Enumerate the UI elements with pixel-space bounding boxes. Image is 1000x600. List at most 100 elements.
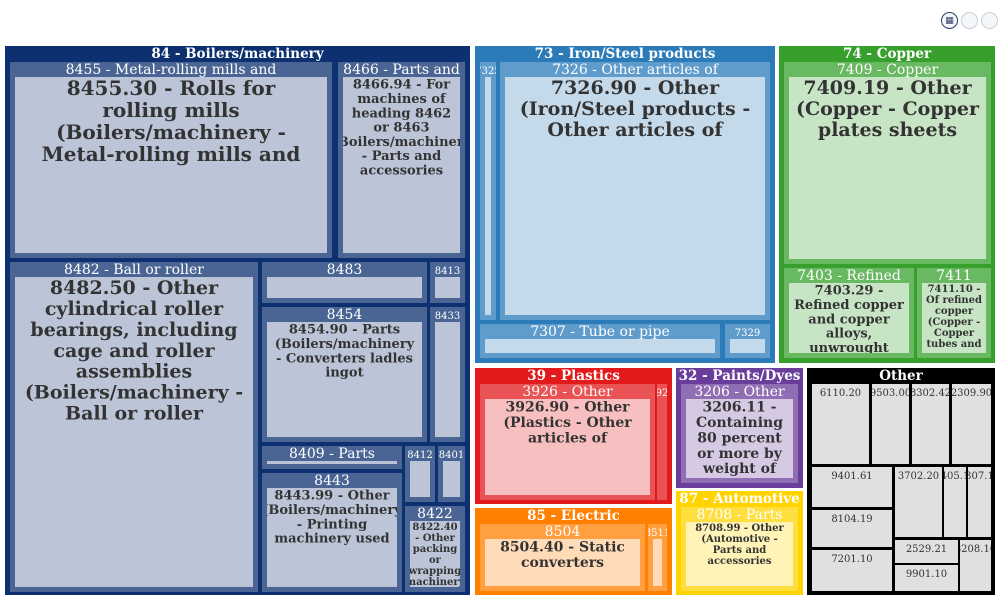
child-label: 2309.90 [951,388,992,399]
child-label: 3926 - Other [522,384,613,400]
leaf-tile[interactable] [267,461,397,464]
child-label: 9503.00 [870,388,911,399]
leaf-tile[interactable] [730,339,765,353]
group-label-other: Other [879,368,923,384]
child-label: 8409 - Parts [289,446,375,462]
leaf-tile[interactable] [653,539,662,586]
child-tile[interactable] [812,384,869,464]
child-tile[interactable] [895,565,958,591]
child-label: 6110.20 [820,388,861,399]
child-tile[interactable] [944,467,966,537]
child-label: 8504 [545,524,581,540]
chart-toolbar: ▦ [941,12,998,29]
child-label: 8454 [327,307,363,323]
leaf-label: 8443.99 - Other(Boilers/machinery- Print… [262,489,402,547]
leaf-tile[interactable] [485,339,715,353]
leaf-tile[interactable] [267,322,422,437]
child-label: 8302.42 [910,388,951,399]
child-label: 8412 [407,450,432,461]
leaf-tile[interactable] [922,283,986,353]
leaf-tile[interactable] [435,322,460,437]
child-tile[interactable] [895,540,958,563]
child-label: 7201.10 [831,554,872,565]
child-tile[interactable] [812,467,892,507]
group-label-39: 39 - Plastics [527,368,620,384]
child-label: 8208.10 [955,544,996,555]
group-label-87: 87 - Automotive [679,491,799,507]
leaf-tile[interactable] [789,77,986,259]
child-label: 8104.19 [831,514,872,525]
leaf-tile[interactable] [343,77,460,253]
leaf-tile[interactable] [267,488,397,587]
group-label-73: 73 - Iron/Steel products [535,46,716,62]
leaf-tile[interactable] [789,283,909,353]
child-label: 8433 [435,311,460,322]
leaf-tile[interactable] [485,77,491,315]
child-tile[interactable] [895,467,942,537]
child-label: 8307.10 [959,471,1000,482]
leaf-tile[interactable] [15,277,253,587]
child-label: 3702.20 [898,471,939,482]
leaf-label: 8454.90 - Parts(Boilers/machinery- Conve… [275,323,415,381]
leaf-tile[interactable] [505,77,765,315]
leaf-tile[interactable] [485,539,640,586]
leaf-tile[interactable] [686,399,793,478]
child-label: 8401 [439,450,464,461]
child-label: 7403 - Refined [797,268,901,284]
child-label: 8443 [314,473,350,489]
leaf-tile[interactable] [443,461,460,497]
child-tile[interactable] [812,550,892,591]
child-label: 8466 - Parts and [343,62,460,78]
child-label: 3923 [649,388,674,399]
child-tile[interactable] [952,384,991,464]
child-label: 7409 - Copper [837,62,939,78]
leaf-label: 7326.90 - Other(Iron/Steel products -Oth… [520,77,750,141]
child-label: 8413 [435,266,460,277]
child-label: 7411 [936,268,972,284]
child-tile[interactable] [872,384,909,464]
child-label: 7325 [475,66,500,77]
group-label-84: 84 - Boilers/machinery [151,46,324,62]
leaf-tile[interactable] [485,399,650,495]
grid-icon[interactable]: ▦ [941,12,958,29]
leaf-tile[interactable] [15,77,327,253]
child-tile[interactable] [968,467,991,537]
child-label: 8482 - Ball or roller [64,262,204,278]
leaf-tile[interactable] [267,277,422,298]
child-label: 8422 [417,506,453,522]
child-label: 9901.10 [906,569,947,580]
leaf-tile[interactable] [410,521,460,587]
leaf-tile[interactable] [686,522,793,586]
child-label: 7307 - Tube or pipe [530,324,670,340]
child-tile[interactable] [912,384,949,464]
child-label: 9401.61 [831,471,872,482]
child-label: 3206 - Other [694,384,785,400]
child-tile[interactable] [812,510,892,547]
leaf-tile[interactable] [435,277,460,298]
group-label-32: 32 - Paints/Dyes [679,368,801,384]
child-label: 8483 [327,262,363,278]
circle-icon[interactable] [981,12,998,29]
child-tile[interactable] [960,540,991,591]
child-label: 2529.21 [906,544,947,555]
child-label: 7329 [735,328,760,339]
child-label: 8511 [645,528,670,539]
group-label-74: 74 - Copper [843,46,932,62]
child-tile[interactable] [657,384,667,500]
child-label: 7326 - Other articles of [552,62,720,78]
leaf-tile[interactable] [410,461,430,497]
circle-icon[interactable] [961,12,978,29]
child-label: 8708 - Parts [697,507,783,523]
